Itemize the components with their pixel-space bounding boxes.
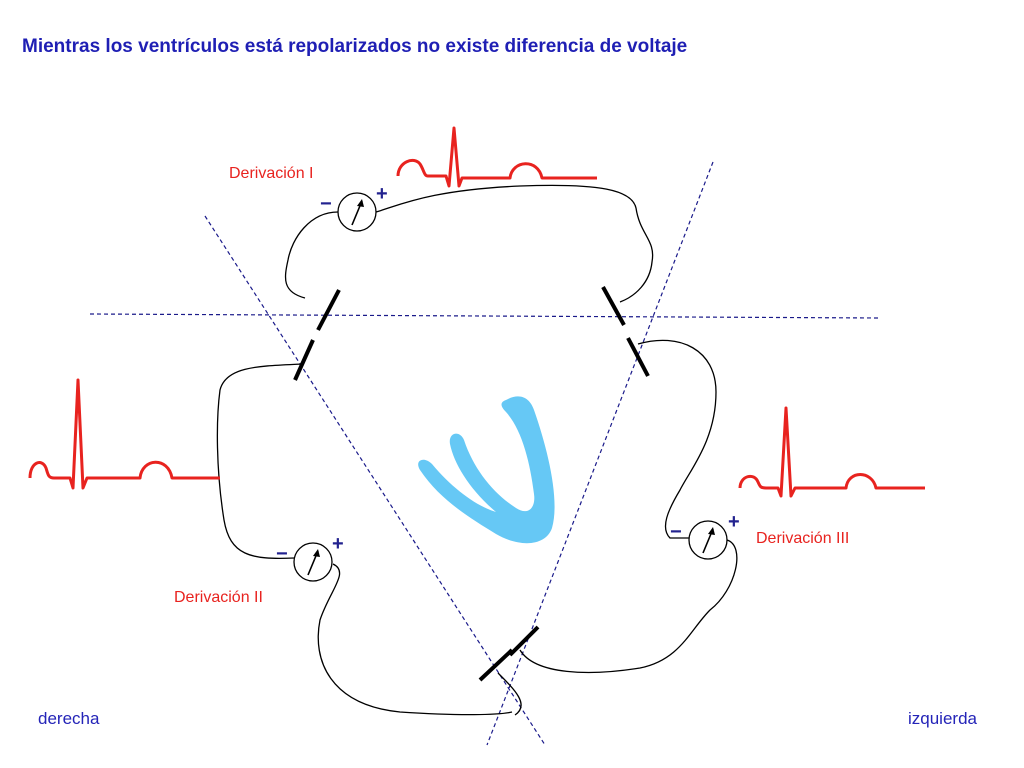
galvanometer-lead-iii: − + (670, 511, 740, 560)
side-left-label: izquierda (908, 709, 977, 728)
needle-arrow-icon (313, 549, 320, 557)
needle-arrow-icon (357, 199, 364, 207)
page-title: Mientras los ventrículos está repolariza… (22, 36, 688, 57)
ecg-waveform-icon (738, 406, 925, 498)
negative-terminal: − (276, 543, 288, 565)
heart-ventricles-icon (418, 396, 555, 544)
wire-lead-iii-lower (519, 539, 738, 674)
needle-arrow-icon (708, 527, 715, 535)
lead-ii-label: Derivación II (174, 589, 263, 606)
wire-bottom-cross (497, 672, 522, 716)
electrode-icon (316, 289, 341, 331)
electrodes (293, 286, 650, 682)
axis-lead-i (89, 313, 881, 319)
wire-lead-i-negative (284, 211, 339, 299)
wire-lead-ii-upper (216, 363, 303, 560)
electrode-icon (626, 337, 650, 377)
galvanometer-lead-ii: − + (276, 533, 344, 582)
wire-lead-iii-upper (637, 339, 717, 539)
positive-terminal: + (332, 533, 344, 555)
ecg-traces (28, 126, 925, 498)
electrode-icon (293, 339, 315, 381)
galvanometer-lead-i: − + (320, 183, 388, 232)
positive-terminal: + (728, 511, 740, 533)
wire-lead-ii-lower (317, 563, 513, 716)
electrode-icon (601, 286, 626, 326)
side-right-label: derecha (38, 709, 100, 728)
wire-lead-i-positive (375, 184, 654, 303)
lead-axes (89, 161, 881, 746)
electrode-icon (508, 625, 540, 657)
lead-i-label: Derivación I (229, 165, 314, 182)
negative-terminal: − (670, 521, 682, 543)
lead-iii-label: Derivación III (756, 530, 850, 547)
ecg-waveform-icon (396, 126, 597, 188)
electrode-icon (478, 648, 514, 682)
wires (216, 184, 738, 716)
negative-terminal: − (320, 193, 332, 215)
positive-terminal: + (376, 183, 388, 205)
ecg-waveform-icon (28, 378, 220, 490)
axis-lead-iii (486, 161, 714, 746)
